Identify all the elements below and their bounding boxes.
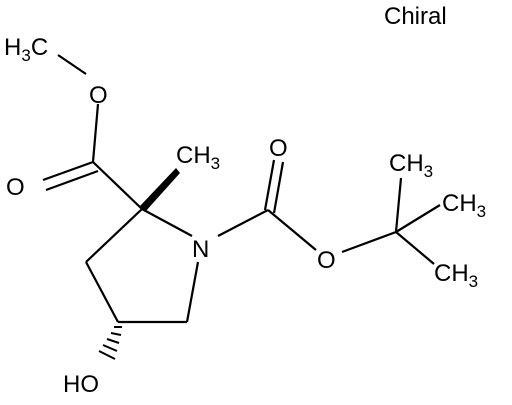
bond-ester-double-a [42,160,94,182]
bond-c5-n [185,261,200,323]
atom-alpha-methyl: CH3 [176,142,220,173]
atom-methyl-ester: H3C [4,34,48,65]
bond-c2-n [141,208,193,237]
atom-boc-carbonyl-o: O [269,135,288,162]
bond-quat-ch3-top [394,177,403,233]
bond-boc-ether [267,209,317,251]
bond-carbonyl-c2 [92,161,143,210]
atom-tbu-ch3-right: CH3 [442,190,486,221]
bond-quat-ch3-right [395,204,441,233]
bond-boc-double-a [263,159,276,211]
atom-tbu-ch3-bottom: CH3 [434,260,478,291]
atom-ring-n: N [192,236,209,263]
atom-hydroxyl: HO [63,371,99,398]
bond-c2-c3 [85,208,143,263]
bond-layer [42,54,441,360]
bond-ether-quat [341,230,397,254]
bond-quat-ch3-bottom [395,231,435,265]
atom-boc-ether-o: O [317,247,336,274]
atom-tbu-ch3-top: CH3 [389,150,433,181]
bond-c3-c4 [85,261,119,323]
bond-ester-double-b [45,169,99,192]
chiral-flag: Chiral [384,3,447,30]
bond-n-boc [217,209,269,237]
bond-methyl-o [57,54,87,75]
wedge-bond-c2-methyl [140,168,180,212]
atom-ester-carbonyl-o: O [6,174,25,201]
atom-labels: H3C O O CH3 N O O CH3 CH3 CH3 HO [4,34,486,398]
hash-bond-c4-oh [98,326,122,360]
atom-ester-o: O [89,82,108,109]
bond-o-carbonyl [91,103,100,163]
bond-boc-double-b [272,161,285,214]
